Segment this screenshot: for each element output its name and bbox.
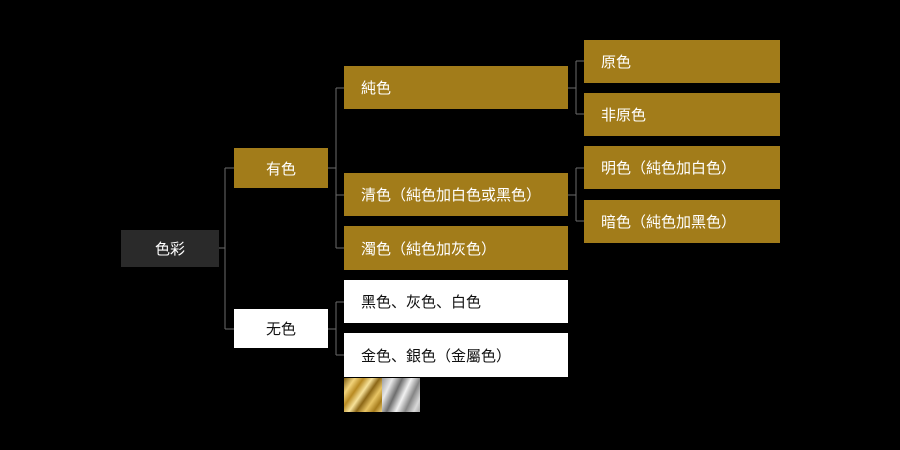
silver-foil-swatch xyxy=(382,378,420,412)
achromatic-node: 无色 xyxy=(234,309,328,348)
clear-color-node: 清色（純色加白色或黑色） xyxy=(344,173,568,216)
non-primary-color-node: 非原色 xyxy=(584,93,780,136)
metallic-color-node: 金色、銀色（金屬色） xyxy=(344,333,568,377)
chromatic-node: 有色 xyxy=(234,148,328,188)
neutral-color-node: 黑色、灰色、白色 xyxy=(344,280,568,323)
dark-tone-node: 暗色（純色加黑色） xyxy=(584,200,780,243)
gold-foil-swatch xyxy=(344,378,382,412)
light-tone-node: 明色（純色加白色） xyxy=(584,146,780,189)
muddy-color-node: 濁色（純色加灰色） xyxy=(344,226,568,270)
primary-color-node: 原色 xyxy=(584,40,780,83)
root-node: 色彩 xyxy=(121,230,219,267)
pure-color-node: 純色 xyxy=(344,66,568,109)
